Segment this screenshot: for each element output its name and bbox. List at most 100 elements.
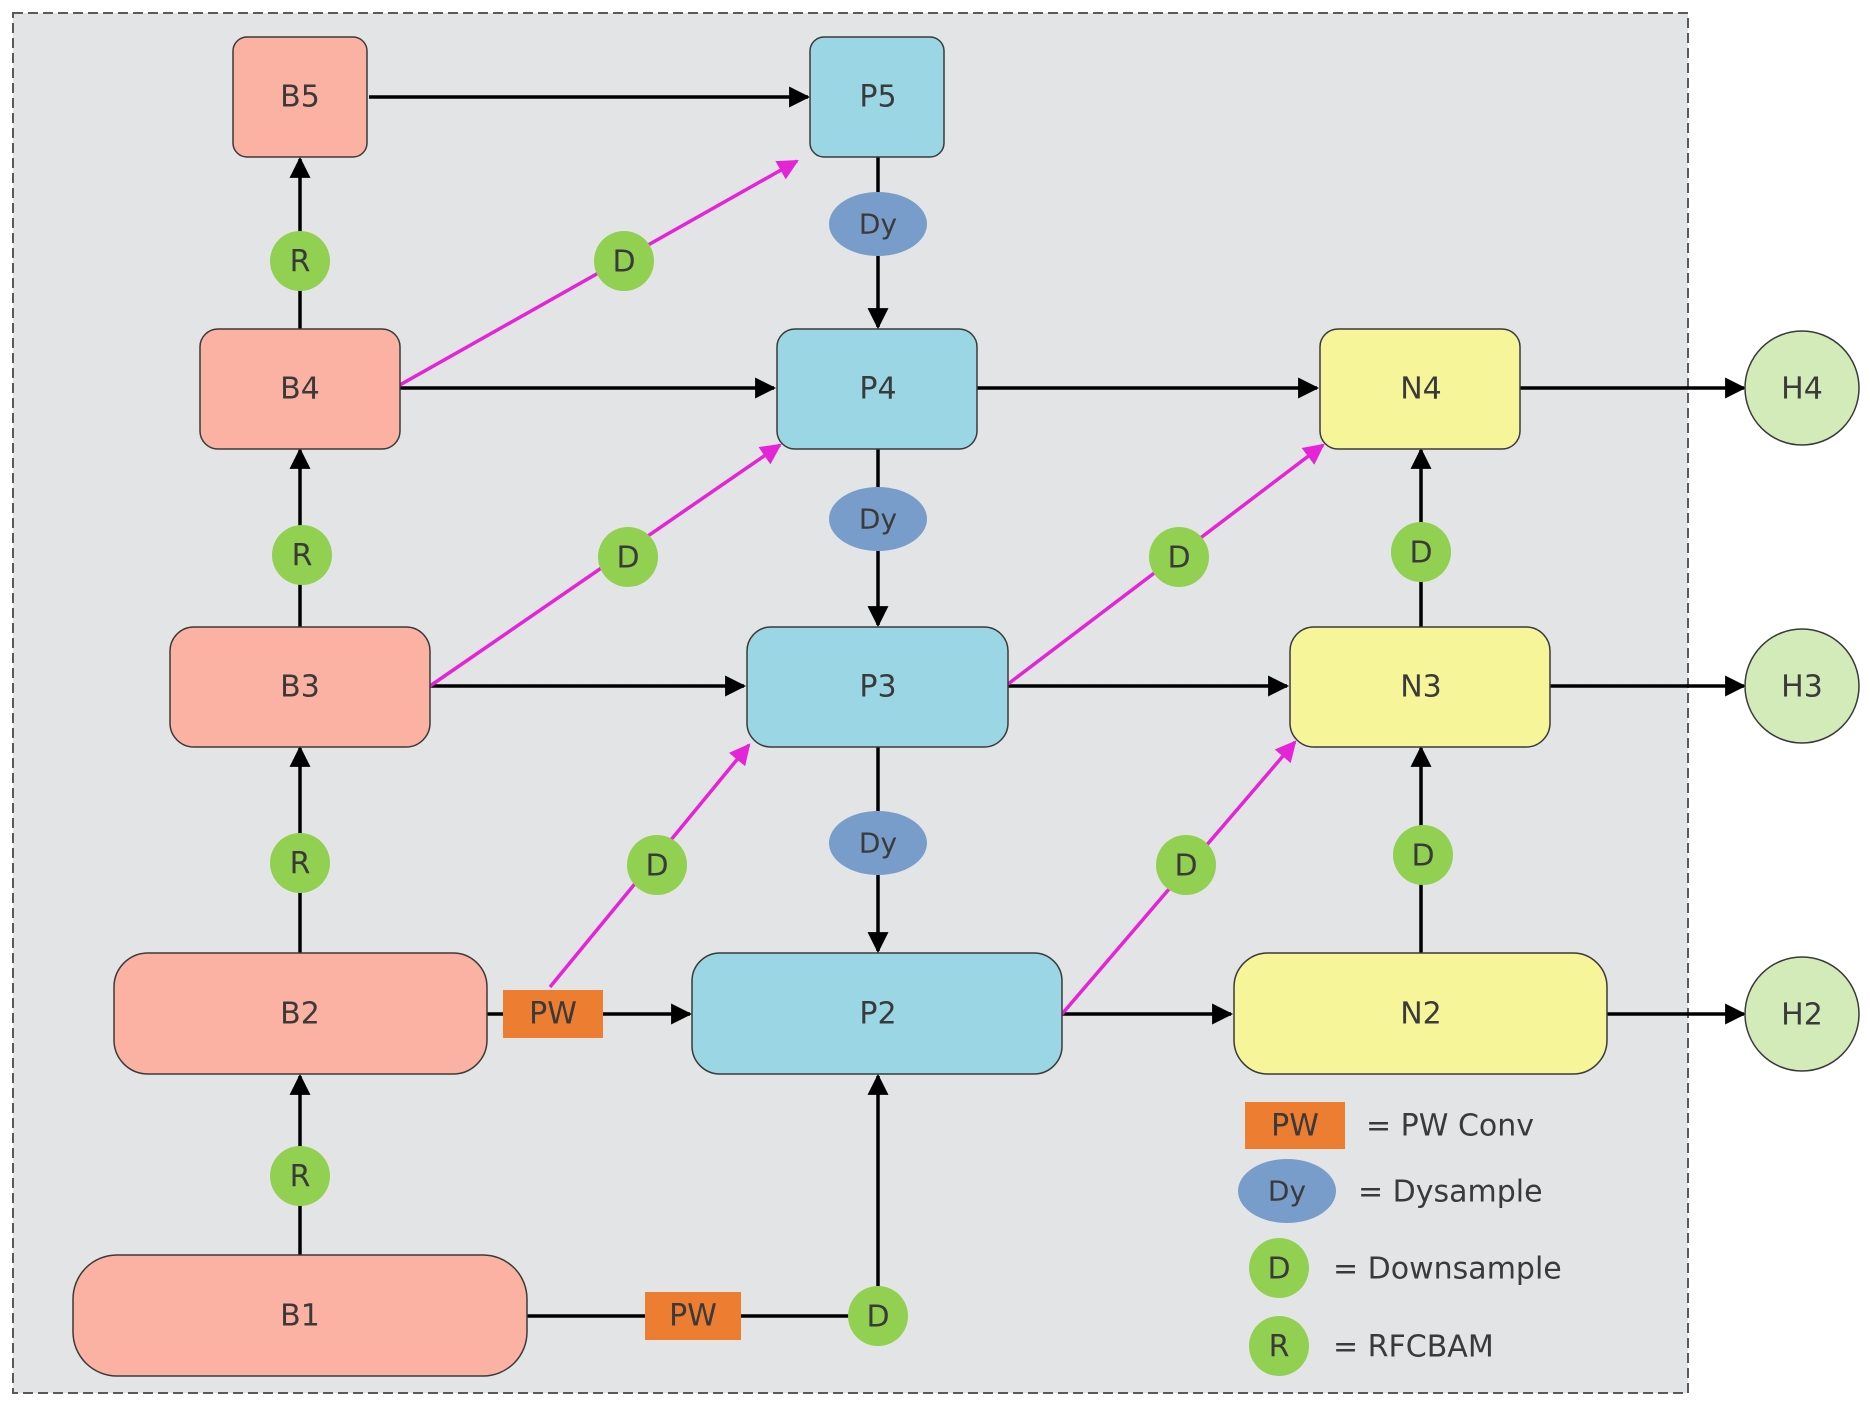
- op-d-p3-n4: D: [1149, 527, 1209, 587]
- op-d-b4-p5-label: D: [612, 245, 635, 280]
- op-r-b3-b4-label: R: [292, 539, 313, 574]
- op-pw-b1-label: PW: [669, 1299, 717, 1334]
- operation-badges: PW PW Dy Dy Dy R R R: [270, 192, 1453, 1346]
- node-p5: P5: [809, 36, 945, 158]
- op-dy-p3-p2-shape: [829, 811, 927, 875]
- node-h4-circle: [1744, 330, 1860, 446]
- op-d-p3-n4-circle: [1149, 527, 1209, 587]
- node-b5-label: B5: [280, 80, 320, 115]
- node-p5-box: [809, 36, 945, 158]
- legend-dy-symbol: Dy: [1268, 1175, 1306, 1208]
- op-r-b2-b3-label: R: [290, 847, 311, 882]
- legend-item-d: D = Downsample: [1249, 1238, 1562, 1298]
- op-d-n3-n4-label: D: [1409, 536, 1432, 571]
- op-d-p3-n4-label: D: [1167, 541, 1190, 576]
- op-pw-b1-box: [645, 1292, 741, 1340]
- node-n3-label: N3: [1400, 670, 1442, 705]
- node-p2: P2: [691, 952, 1063, 1075]
- op-r-b1-b2-circle: [270, 1146, 330, 1206]
- pyramid-nodes: P5 P4 P3 P2: [691, 36, 1063, 1075]
- legend-item-pw: PW = PW Conv: [1245, 1102, 1534, 1149]
- op-d-n3-n4: D: [1391, 522, 1451, 582]
- legend-item-dy: Dy = Dysample: [1238, 1159, 1543, 1223]
- op-r-b3-b4-circle: [272, 525, 332, 585]
- op-r-b2-b3: R: [270, 833, 330, 893]
- node-b1-box: [72, 1254, 528, 1377]
- op-r-b4-b5-label: R: [290, 245, 311, 280]
- node-p2-box: [691, 952, 1063, 1075]
- node-b4-label: B4: [280, 372, 320, 407]
- op-r-b4-b5-circle: [270, 231, 330, 291]
- legend-r-symbol: R: [1269, 1330, 1290, 1365]
- node-h3-circle: [1744, 628, 1860, 744]
- op-d-p2-n3-label: D: [1174, 849, 1197, 884]
- op-d-n2-n3-circle: [1393, 825, 1453, 885]
- node-h4-label: H4: [1781, 372, 1823, 407]
- node-b4: B4: [199, 328, 401, 450]
- op-dy-p5-p4-shape: [829, 192, 927, 256]
- node-n3: N3: [1289, 626, 1551, 748]
- node-n2: N2: [1233, 952, 1608, 1075]
- node-p5-label: P5: [859, 80, 896, 115]
- op-d-b3-p4-circle: [598, 527, 658, 587]
- op-dy-p5-p4: Dy: [829, 192, 927, 256]
- node-h2-label: H2: [1781, 998, 1823, 1033]
- legend-r-swatch: [1249, 1316, 1309, 1376]
- op-dy-p4-p3-shape: [829, 487, 927, 551]
- node-b2-box: [113, 952, 488, 1075]
- op-r-b2-b3-circle: [270, 833, 330, 893]
- node-n2-box: [1233, 952, 1608, 1075]
- node-b2-label: B2: [280, 997, 320, 1032]
- node-n4-label: N4: [1400, 372, 1442, 407]
- node-n4-box: [1319, 328, 1521, 450]
- op-d-b2-p3-circle: [627, 835, 687, 895]
- legend-d-swatch: [1249, 1238, 1309, 1298]
- op-r-b1-b2-label: R: [290, 1160, 311, 1195]
- node-b3: B3: [169, 626, 431, 748]
- neck-nodes: N4 N3 N2: [1233, 328, 1608, 1075]
- legend-pw-text: = PW Conv: [1366, 1109, 1534, 1144]
- op-pw-b2-label: PW: [529, 997, 577, 1032]
- legend-dy-text: = Dysample: [1358, 1175, 1543, 1210]
- op-d-n2-n3: D: [1393, 825, 1453, 885]
- node-p4-label: P4: [859, 372, 896, 407]
- node-p3-label: P3: [859, 670, 896, 705]
- op-dy-p3-p2: Dy: [829, 811, 927, 875]
- node-p4: P4: [776, 328, 978, 450]
- node-b1-label: B1: [280, 1299, 320, 1334]
- op-d-b1-p2-circle: [848, 1286, 908, 1346]
- op-pw-b2-box: [503, 990, 603, 1038]
- node-n2-label: N2: [1400, 997, 1442, 1032]
- legend-pw-symbol: PW: [1271, 1109, 1319, 1144]
- node-n3-box: [1289, 626, 1551, 748]
- op-d-n3-n4-circle: [1391, 522, 1451, 582]
- legend-r-text: = RFCBAM: [1333, 1330, 1494, 1365]
- op-r-b1-b2: R: [270, 1146, 330, 1206]
- legend-pw-swatch: [1245, 1102, 1345, 1149]
- legend-d-symbol: D: [1267, 1252, 1290, 1287]
- node-h2: H2: [1744, 956, 1860, 1072]
- op-d-b1-p2: D: [848, 1286, 908, 1346]
- op-d-b4-p5: D: [594, 231, 654, 291]
- backbone-nodes: B5 B4 B3 B2 B1: [72, 36, 528, 1377]
- legend-d-text: = Downsample: [1333, 1252, 1562, 1287]
- node-p3-box: [746, 626, 1009, 748]
- node-h3-label: H3: [1781, 670, 1823, 705]
- op-d-p2-n3-circle: [1156, 835, 1216, 895]
- head-nodes: H4 H3 H2: [1744, 330, 1860, 1072]
- node-h3: H3: [1744, 628, 1860, 744]
- legend-item-r: R = RFCBAM: [1249, 1316, 1494, 1376]
- node-p3: P3: [746, 626, 1009, 748]
- op-pw-b2: PW: [503, 990, 603, 1038]
- node-h4: H4: [1744, 330, 1860, 446]
- node-b3-box: [169, 626, 431, 748]
- node-b4-box: [199, 328, 401, 450]
- op-r-b3-b4: R: [272, 525, 332, 585]
- op-d-b3-p4-label: D: [616, 541, 639, 576]
- node-p4-box: [776, 328, 978, 450]
- node-b3-label: B3: [280, 670, 320, 705]
- node-b5: B5: [232, 36, 368, 158]
- op-dy-p4-p3: Dy: [829, 487, 927, 551]
- op-d-n2-n3-label: D: [1411, 839, 1434, 874]
- node-p2-label: P2: [859, 997, 896, 1032]
